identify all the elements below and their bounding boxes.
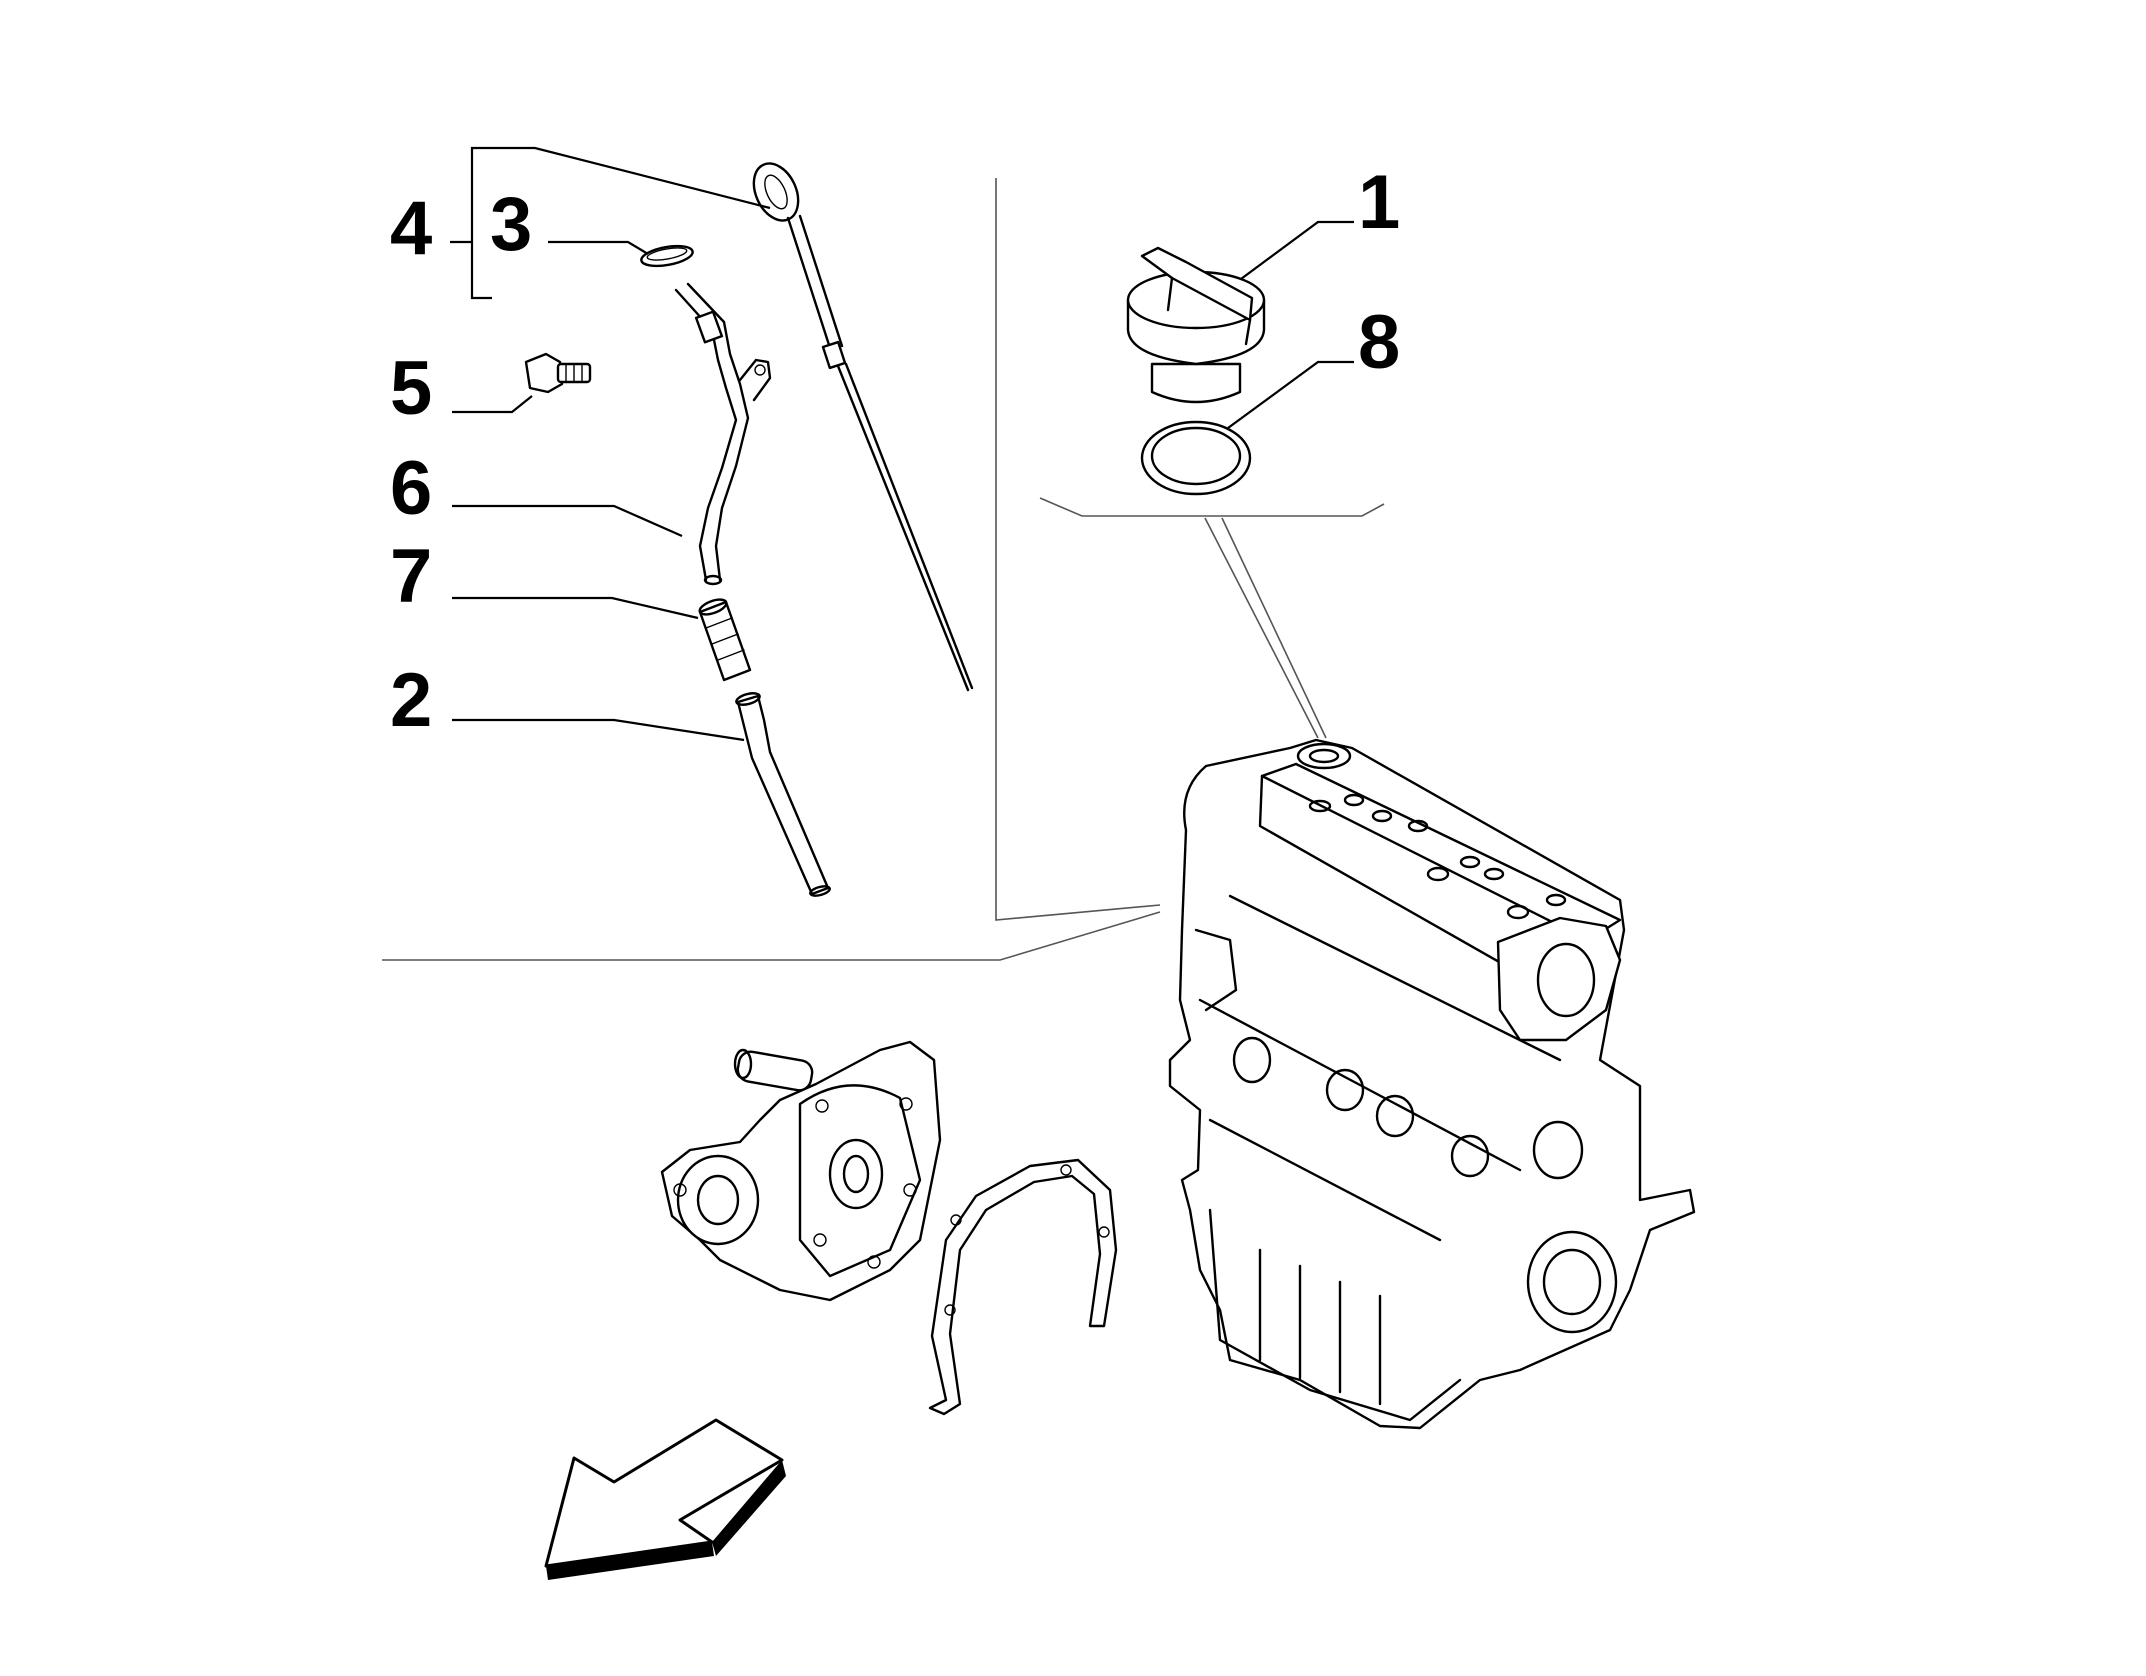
- callout-6: 6: [390, 446, 432, 531]
- callout-5: 5: [390, 346, 432, 431]
- oil-filler-cap-icon: [1126, 246, 1266, 404]
- oil-pump-icon: [660, 1040, 942, 1302]
- callout-4: 4: [390, 186, 432, 271]
- gasket-icon: [928, 1158, 1118, 1416]
- o-ring-icon: [640, 244, 694, 268]
- leader-lines: [450, 146, 1354, 742]
- rubber-grommet-icon: [698, 598, 752, 682]
- callout-labels: 1 2 3 4 5 6 7 8: [390, 160, 1400, 743]
- callout-8: 8: [1358, 300, 1400, 385]
- bolt-icon: [524, 352, 592, 394]
- section-frame: [382, 178, 1385, 961]
- dipstick-icon: [752, 162, 974, 692]
- dipstick-tube-icon: [674, 282, 772, 586]
- direction-arrow-icon: [544, 1418, 786, 1580]
- callout-1: 1: [1358, 160, 1400, 245]
- engine-block-icon: [1168, 738, 1696, 1430]
- callout-3: 3: [490, 182, 532, 267]
- callout-7: 7: [390, 534, 432, 619]
- callout-2: 2: [390, 658, 432, 743]
- dipstick-guide-tube-icon: [735, 692, 831, 897]
- sealing-ring-icon: [1140, 420, 1252, 496]
